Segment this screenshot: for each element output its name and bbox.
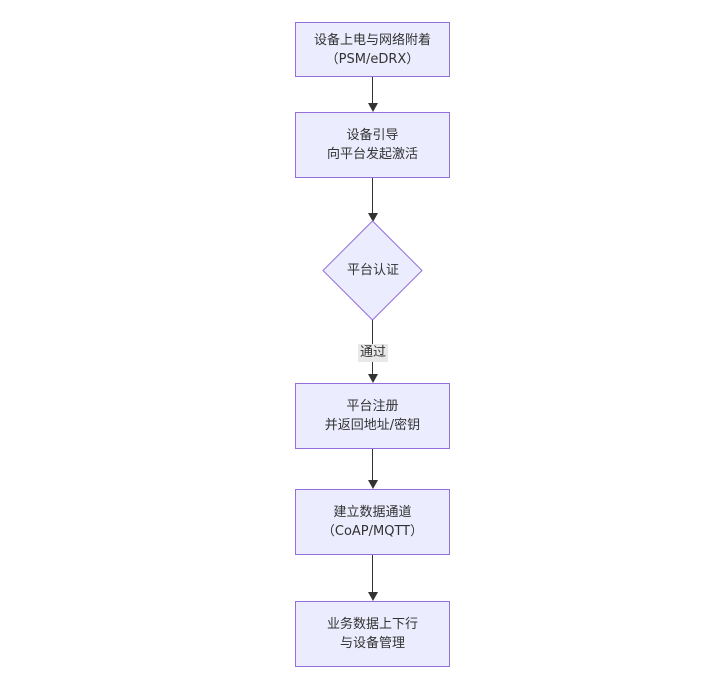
node-business-line2: 与设备管理 xyxy=(339,636,405,651)
node-business-data: 业务数据上下行 与设备管理 xyxy=(295,601,450,667)
node-power-attach: 设备上电与网络附着 （PSM/eDRX） xyxy=(295,22,450,77)
node-data-channel: 建立数据通道 （CoAP/MQTT） xyxy=(295,489,450,555)
arrowhead-down-icon xyxy=(368,480,378,489)
node-channel-line1: 建立数据通道 xyxy=(333,505,412,520)
node-bootstrap-activate: 设备引导 向平台发起激活 xyxy=(295,112,450,178)
arrowhead-down-icon xyxy=(368,592,378,601)
decision-platform-auth-label: 平台认证 xyxy=(346,263,399,278)
node-power-attach-line2: （PSM/eDRX） xyxy=(325,51,420,67)
node-business-line1: 业务数据上下行 xyxy=(326,617,418,632)
arrowhead-down-icon xyxy=(368,103,378,112)
edge-register-to-channel-line xyxy=(372,449,373,480)
edge-bootstrap-to-auth-line xyxy=(372,178,373,213)
arrowhead-down-icon xyxy=(368,374,378,383)
node-bootstrap-line2: 向平台发起激活 xyxy=(326,147,418,162)
node-register-line2: 并返回地址/密钥 xyxy=(324,418,421,433)
edge-label-pass: 通过 xyxy=(357,344,389,362)
node-register-line1: 平台注册 xyxy=(346,399,399,414)
node-power-attach-line1: 设备上电与网络附着 xyxy=(313,32,431,48)
node-platform-register: 平台注册 并返回地址/密钥 xyxy=(295,383,450,449)
arrowhead-down-icon xyxy=(368,213,378,222)
node-channel-line2: （CoAP/MQTT） xyxy=(321,524,424,539)
edge-power-to-bootstrap-line xyxy=(372,77,373,103)
node-bootstrap-line1: 设备引导 xyxy=(346,128,399,143)
edge-channel-to-business-line xyxy=(372,555,373,592)
